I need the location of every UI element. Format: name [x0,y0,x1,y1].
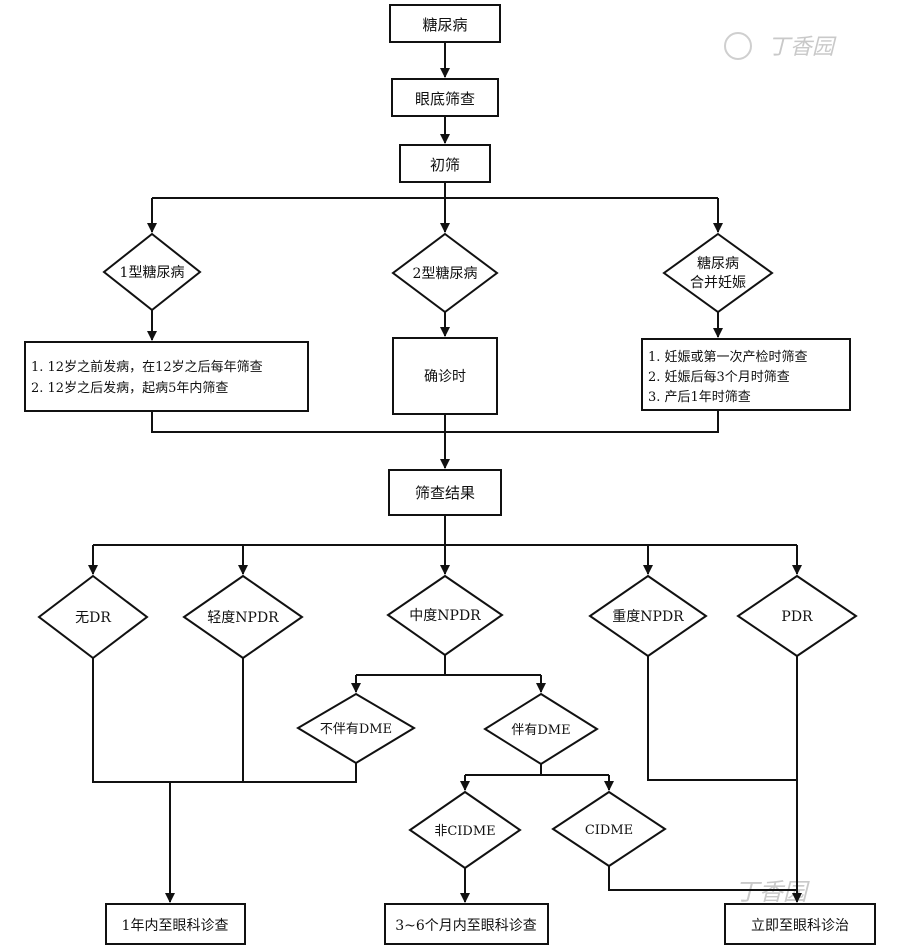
node-with-dme-text: 伴有DME [511,723,570,738]
node-type2: 2型糖尿病 [391,232,499,314]
node-initial-screening: 初筛 [399,144,491,183]
node-type2-rule-text: 确诊时 [424,369,466,385]
node-type1-rule-2: 2. 12岁之后发病，起病5年内筛查 [31,380,228,396]
line-severe-down [647,656,797,781]
node-cidme-text: CIDME [585,823,633,838]
node-non-cidme-text: 非CIDME [434,824,495,839]
node-pregnancy-rule-2: 2. 妊娠后每3个月时筛查 [648,369,790,385]
node-moderate-text: 中度NPDR [409,608,481,624]
node-type2-rule: 确诊时 [392,337,498,415]
node-pregnancy: 糖尿病 合并妊娠 [662,232,774,314]
node-type1-rules: 1. 12岁之前发病，在12岁之后每年筛查 2. 12岁之后发病，起病5年内筛查 [24,341,309,412]
node-result-text: 筛查结果 [415,484,475,502]
node-pregnancy-rule-3: 3. 产后1年时筛查 [648,390,751,405]
node-cidme: CIDME [551,790,667,868]
node-diabetes-text: 糖尿病 [422,16,467,34]
node-mild-npdr: 轻度NPDR [182,574,304,660]
node-mild-text: 轻度NPDR [207,610,279,626]
node-initial-text: 初筛 [430,156,460,174]
node-outcome-1yr-text: 1年内至眼科诊查 [122,918,229,934]
node-screening-result: 筛查结果 [388,469,502,516]
node-type2-text: 2型糖尿病 [413,266,478,282]
node-outcome-3-6: 3~6个月内至眼科诊查 [384,903,549,945]
node-pregnancy-rule-1: 1. 妊娠或第一次产检时筛查 [648,349,808,365]
node-no-dme-text: 不伴有DME [320,722,392,737]
node-pregnancy-text-line2: 合并妊娠 [690,275,746,291]
connectors [88,42,802,903]
line-merge-to-result [151,410,719,433]
watermark-top-text: 丁香园 [768,35,837,60]
node-type1: 1型糖尿病 [102,232,202,312]
line-no-dme-down [170,763,357,783]
node-outcome-now: 立即至眼科诊治 [724,903,876,945]
node-outcome-now-text: 立即至眼科诊治 [751,918,849,934]
node-no-dr: 无DR [37,574,149,660]
node-outcome-3-6-text: 3~6个月内至眼科诊查 [395,918,537,934]
node-fundus-screening: 眼底筛查 [391,78,499,117]
node-no-dr-text: 无DR [75,610,111,626]
node-pregnancy-text-line1: 糖尿病 [697,256,739,272]
node-pdr: PDR [736,574,858,658]
watermark-bottom-text: 丁香园 [735,878,810,906]
node-non-cidme: 非CIDME [408,790,522,870]
line-cidme-down [608,866,797,891]
node-with-dme: 伴有DME [483,692,599,766]
node-type1-text: 1型糖尿病 [120,265,185,281]
node-fundus-text: 眼底筛查 [415,90,475,108]
node-severe-npdr: 重度NPDR [588,574,708,658]
node-pregnancy-rules: 1. 妊娠或第一次产检时筛查 2. 妊娠后每3个月时筛查 3. 产后1年时筛查 [641,338,851,411]
node-type1-rule-1: 1. 12岁之前发病，在12岁之后每年筛查 [31,359,263,375]
node-outcome-1yr: 1年内至眼科诊查 [105,903,246,945]
node-diabetes: 糖尿病 [389,4,501,43]
watermark-top: 丁香园 [724,32,837,60]
node-severe-text: 重度NPDR [612,609,684,625]
node-moderate-npdr: 中度NPDR [386,574,504,657]
node-no-dme: 不伴有DME [296,692,416,765]
node-pdr-text: PDR [781,609,813,625]
line-no-dr-down [92,658,170,783]
